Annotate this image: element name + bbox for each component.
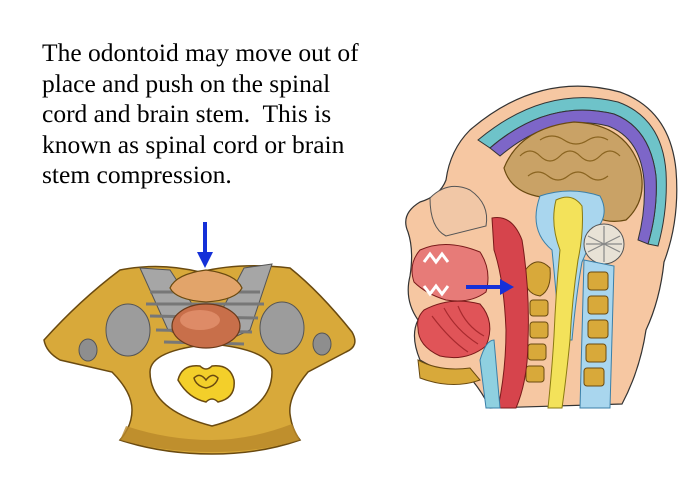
vertebra <box>587 319 609 339</box>
skull-layer <box>489 109 657 245</box>
spinal-cord-gray-matter <box>193 374 219 389</box>
right-lateral-mass <box>259 301 305 355</box>
vertebra <box>585 343 607 363</box>
esophagus <box>479 339 501 409</box>
caption-line: known as spinal cord or brain <box>42 129 345 159</box>
caption-text: The odontoid may move out of place and p… <box>42 38 414 191</box>
brain-cerebrum <box>503 121 643 222</box>
vertebrae <box>583 271 609 387</box>
teeth <box>422 251 450 297</box>
tongue <box>417 300 491 359</box>
atlas-bone-shade <box>120 424 300 452</box>
nasal-bone <box>429 185 488 237</box>
left-transverse-foramen <box>78 338 98 362</box>
atlas-vertebra-illustration <box>43 263 356 455</box>
odontoid-dens <box>169 269 243 303</box>
odontoid-pointer-arrow <box>197 222 213 268</box>
cerebellum-folia <box>586 226 622 262</box>
vertebra <box>587 271 609 291</box>
sagittal-odontoid <box>523 261 551 297</box>
pharynx-muscle <box>491 216 529 409</box>
head-sagittal-illustration <box>405 85 678 409</box>
brain-stem-and-spinal-cord <box>547 196 583 409</box>
caption-line: cord and brain stem. This is <box>42 99 332 128</box>
vertebral-body <box>529 299 549 317</box>
caption-line: stem compression. <box>42 160 232 189</box>
sagittal-pointer-arrow <box>466 279 514 295</box>
caption-line: The odontoid may move out of <box>42 38 359 67</box>
spinal-cord-cross-section <box>177 365 235 403</box>
mandible <box>417 359 481 385</box>
right-transverse-foramen <box>312 332 332 356</box>
brain-gyri <box>519 135 621 181</box>
left-lateral-mass <box>105 303 151 357</box>
vertebra <box>583 367 605 387</box>
vertebral-body <box>529 321 549 339</box>
caption-line: place and push on the spinal <box>42 68 331 98</box>
vertebral-body <box>527 343 547 361</box>
vertebral-body <box>525 365 545 383</box>
odontoid-highlight <box>180 310 220 330</box>
tongue-muscle-fibers <box>431 305 485 353</box>
vertebral-bodies <box>525 299 549 383</box>
vertebra <box>587 295 609 315</box>
